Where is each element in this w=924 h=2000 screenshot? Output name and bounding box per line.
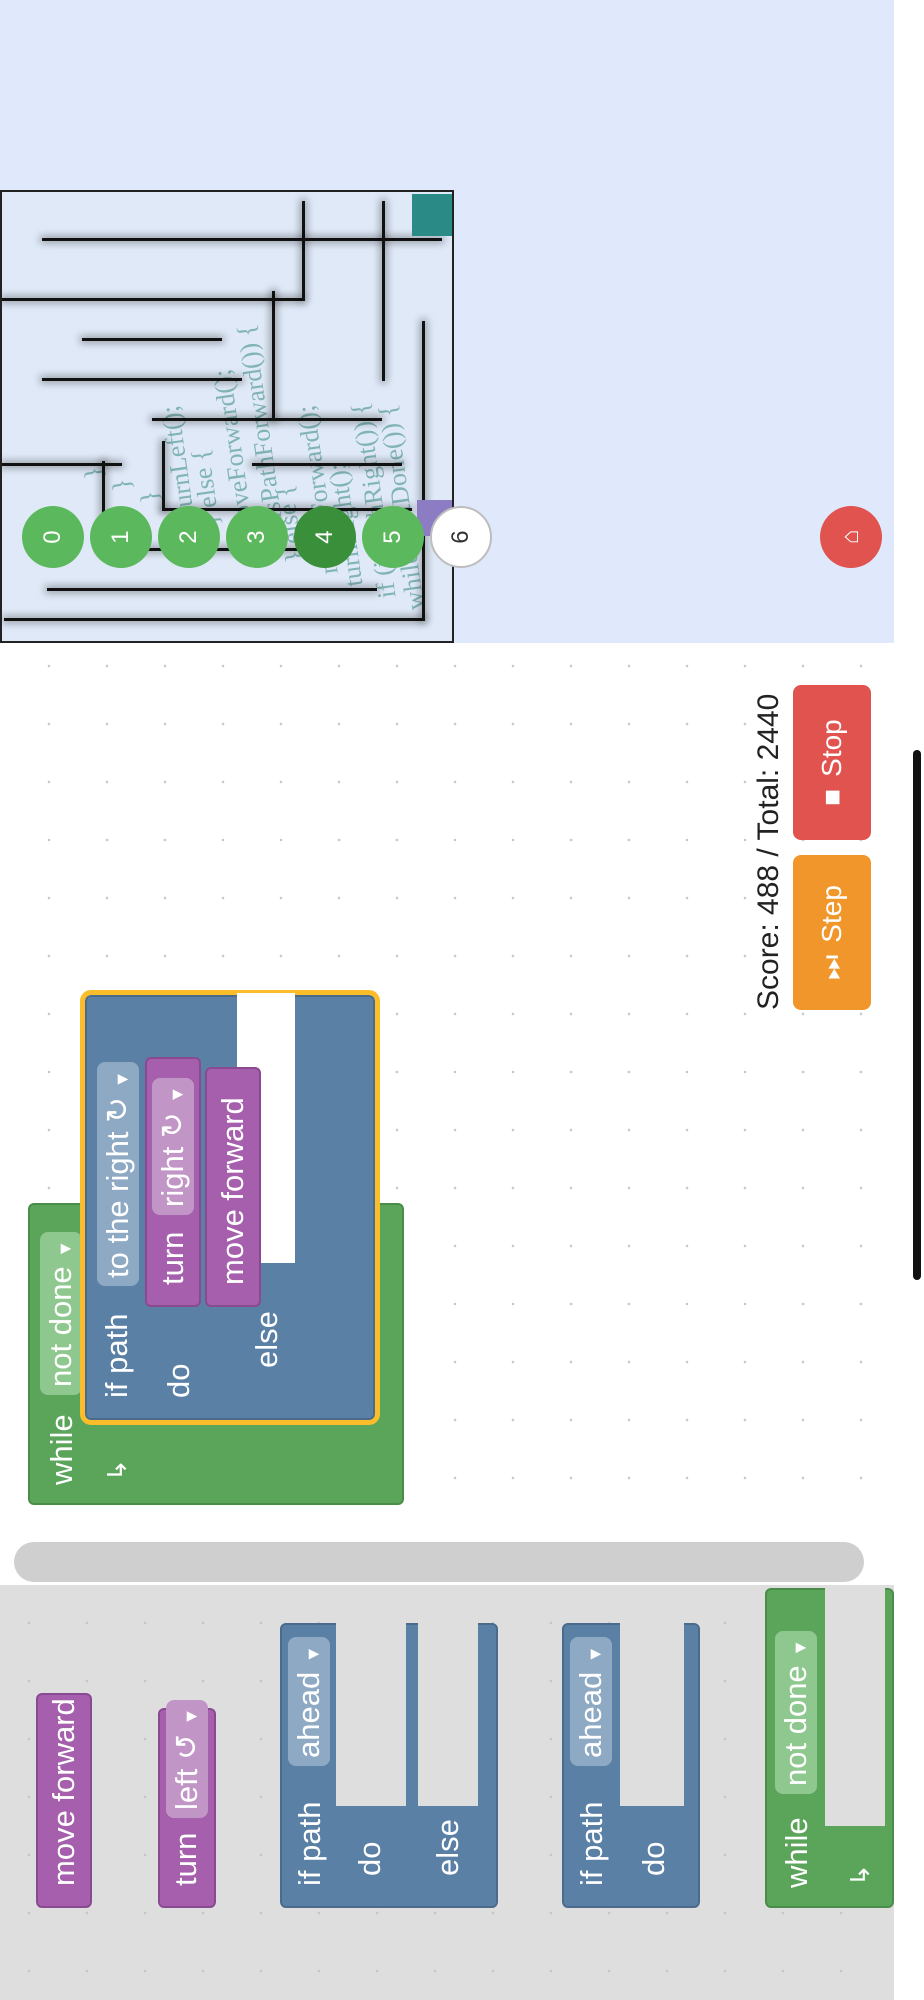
toolbox-move-forward-block[interactable]: move forward (36, 1693, 92, 1908)
home-icon: ⌂ (837, 529, 864, 545)
step-icon: ⏭ (815, 954, 847, 980)
toolbox-if-block[interactable]: if path ahead ▼ do (562, 1621, 700, 1908)
block-label: if path (292, 1801, 327, 1886)
loop-arrow-icon: ↳ (845, 1864, 875, 1886)
maze-wall (302, 201, 305, 301)
do-label: do (636, 1841, 671, 1876)
level-button-6[interactable]: 6 (430, 506, 492, 568)
level-button-3[interactable]: 3 (226, 506, 288, 568)
loop-slot (825, 1586, 885, 1826)
maze-wall (152, 418, 382, 421)
else-slot (418, 1621, 478, 1806)
toolbox-flyout: move forward turn left ↺ ▼ if path ahead… (0, 1585, 894, 2000)
maze-code-watermark: while (notDone()) { if (isPathRight()) {… (2, 190, 454, 641)
do-slot (620, 1621, 684, 1806)
maze-wall (2, 298, 302, 301)
maze-wall (47, 588, 377, 591)
flyout-scrollbar[interactable] (14, 1542, 864, 1582)
level-button-5[interactable]: 5 (362, 506, 424, 568)
workspace-scrollbar[interactable] (913, 750, 921, 1280)
stop-icon: ■ (816, 788, 847, 806)
do-label: do (161, 1363, 196, 1398)
toolbox-turn-block[interactable]: turn left ↺ ▼ (158, 1699, 216, 1908)
level-button-0[interactable]: 0 (22, 506, 84, 568)
maze-wall (252, 463, 402, 466)
maze-wall (422, 321, 425, 621)
program-move-forward-block[interactable]: move forward (205, 1067, 261, 1307)
block-label: while (779, 1817, 814, 1888)
if-label: if path (99, 1313, 134, 1398)
goal-marker (412, 194, 454, 236)
block-label: turn (168, 1832, 203, 1886)
maze-wall (382, 201, 385, 381)
level-button-4[interactable]: 4 (294, 506, 356, 568)
move-forward-label: move forward (215, 1097, 250, 1285)
maze-code-line: } (78, 464, 109, 482)
maze-wall (42, 378, 242, 381)
while-label: while (44, 1414, 79, 1485)
level-button-2[interactable]: 2 (158, 506, 220, 568)
turn-direction-dropdown[interactable]: right ↻ ▼ (152, 1077, 194, 1215)
do-label: do (352, 1841, 387, 1876)
maze-wall (162, 441, 165, 511)
score-text: Score: 488 / Total: 2440 (752, 693, 785, 1010)
toolbox-if-else-block[interactable]: if path ahead ▼ do else (280, 1621, 498, 1908)
maze-code-line: } (106, 476, 137, 494)
turn-direction-dropdown[interactable]: left ↺ ▼ (166, 1699, 208, 1818)
maze-canvas: while (notDone()) { if (isPathRight()) {… (0, 190, 454, 643)
level-button-1[interactable]: 1 (90, 506, 152, 568)
home-button[interactable]: ⌂ (820, 506, 882, 568)
path-direction-dropdown[interactable]: to the right ↻ ▼ (97, 1062, 139, 1286)
block-label: if path (574, 1801, 609, 1886)
program-turn-block[interactable]: turn right ↻ ▼ (145, 1057, 201, 1307)
stop-button[interactable]: ■Stop (793, 685, 871, 840)
path-direction-dropdown[interactable]: ahead ▼ (570, 1637, 612, 1766)
else-label: else (249, 1311, 284, 1368)
maze-wall (82, 338, 222, 341)
turn-label: turn (155, 1231, 190, 1285)
else-label: else (430, 1819, 465, 1876)
block-label: move forward (46, 1698, 81, 1886)
step-button[interactable]: ⏭Step (793, 855, 871, 1010)
toolbox-while-block[interactable]: while not done ▼ ↳ (765, 1586, 894, 1908)
maze-code-line: } (134, 488, 165, 506)
do-slot (336, 1621, 406, 1806)
maze-wall (2, 463, 122, 466)
while-condition-dropdown[interactable]: not done ▼ (775, 1630, 817, 1794)
loop-arrow-icon: ↳ (102, 1459, 132, 1481)
while-condition-dropdown[interactable]: not done ▼ (40, 1231, 82, 1395)
maze-wall (4, 618, 424, 621)
path-direction-dropdown[interactable]: ahead ▼ (288, 1637, 330, 1766)
maze-wall (272, 291, 275, 421)
